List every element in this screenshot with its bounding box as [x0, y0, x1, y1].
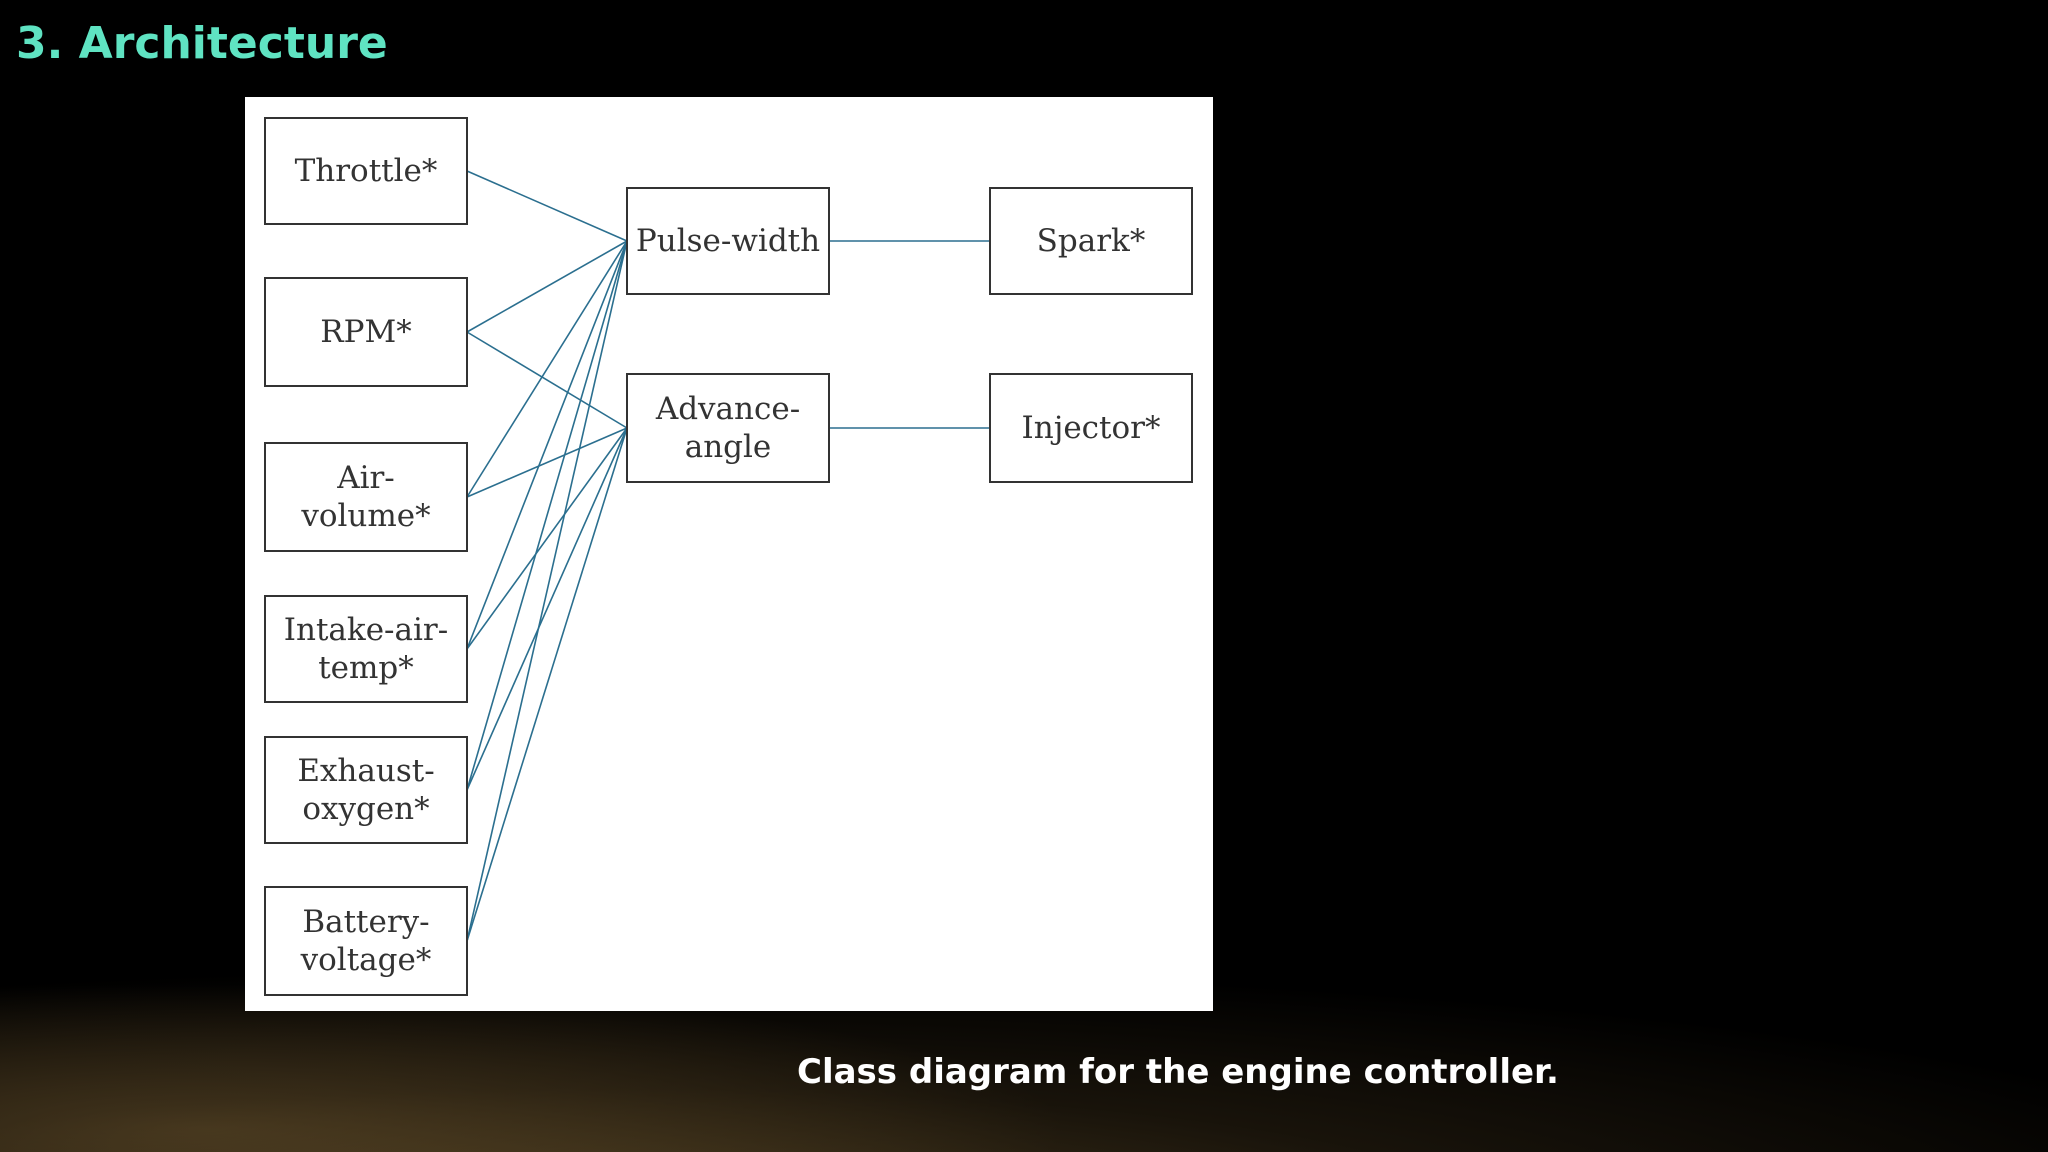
edge-battery-voltage-to-pulse-width	[466, 240, 628, 942]
node-rpm: RPM*	[264, 277, 468, 387]
node-box-intake-air-temp	[264, 595, 468, 703]
node-box-air-volume	[264, 442, 468, 552]
diagram-caption: Class diagram for the engine controller.	[797, 1052, 1559, 1092]
node-label-air-volume-line-2: volume*	[300, 498, 430, 534]
node-label-battery-voltage-line-1: Battery-	[302, 904, 429, 940]
diagram-nodes: Throttle* RPM* Air-volume* Intake-air-temp*…	[264, 117, 1193, 996]
node-intake-air-temp: Intake-air-temp*	[264, 595, 468, 703]
node-injector: Injector*	[989, 373, 1193, 483]
edge-air-volume-to-pulse-width	[466, 240, 628, 498]
node-box-spark	[989, 187, 1193, 295]
node-label-rpm: RPM*	[320, 314, 411, 350]
edge-air-volume-to-advance-angle	[466, 427, 628, 498]
node-throttle: Throttle*	[264, 117, 468, 225]
node-label-pulse-width: Pulse-width	[636, 223, 820, 259]
node-label-advance-angle-line-2: angle	[685, 429, 772, 465]
node-label-advance-angle-line-1: Advance-	[655, 391, 800, 427]
node-exhaust-oxygen: Exhaust-oxygen*	[264, 736, 468, 844]
edge-intake-air-temp-to-advance-angle	[466, 427, 628, 650]
node-label-battery-voltage-line-2: voltage*	[300, 942, 432, 978]
node-label-intake-air-temp-line-2: temp*	[318, 650, 414, 686]
node-box-throttle	[264, 117, 468, 225]
edge-rpm-to-pulse-width	[466, 240, 628, 333]
edge-exhaust-oxygen-to-pulse-width	[466, 240, 628, 791]
node-box-pulse-width	[626, 187, 830, 295]
edge-throttle-to-pulse-width	[466, 170, 628, 242]
node-pulse-width: Pulse-width	[626, 187, 830, 295]
class-diagram-canvas: Throttle* RPM* Air-volume* Intake-air-temp*…	[264, 117, 1193, 996]
edge-intake-air-temp-to-pulse-width	[466, 240, 628, 650]
node-battery-voltage: Battery-voltage*	[264, 886, 468, 996]
diagram-edges	[466, 170, 990, 942]
edge-exhaust-oxygen-to-advance-angle	[466, 427, 628, 791]
node-label-exhaust-oxygen-line-2: oxygen*	[302, 791, 429, 827]
node-label-injector: Injector*	[1022, 410, 1161, 446]
node-box-advance-angle	[626, 373, 830, 483]
node-label-spark: Spark*	[1037, 223, 1146, 259]
node-label-air-volume-line-1: Air-	[336, 460, 395, 496]
node-advance-angle: Advance-angle	[626, 373, 830, 483]
node-box-battery-voltage	[264, 886, 468, 996]
node-box-injector	[989, 373, 1193, 483]
node-label-intake-air-temp-line-1: Intake-air-	[284, 612, 448, 648]
class-diagram: Throttle* RPM* Air-volume* Intake-air-temp*…	[245, 97, 1213, 1011]
edge-battery-voltage-to-advance-angle	[466, 427, 628, 942]
node-box-exhaust-oxygen	[264, 736, 468, 844]
edge-rpm-to-advance-angle	[466, 331, 628, 429]
node-label-throttle: Throttle*	[295, 153, 438, 189]
node-box-rpm	[264, 277, 468, 387]
slide-title: 3. Architecture	[16, 18, 388, 69]
node-label-exhaust-oxygen-line-1: Exhaust-	[297, 753, 434, 789]
node-spark: Spark*	[989, 187, 1193, 295]
node-air-volume: Air-volume*	[264, 442, 468, 552]
